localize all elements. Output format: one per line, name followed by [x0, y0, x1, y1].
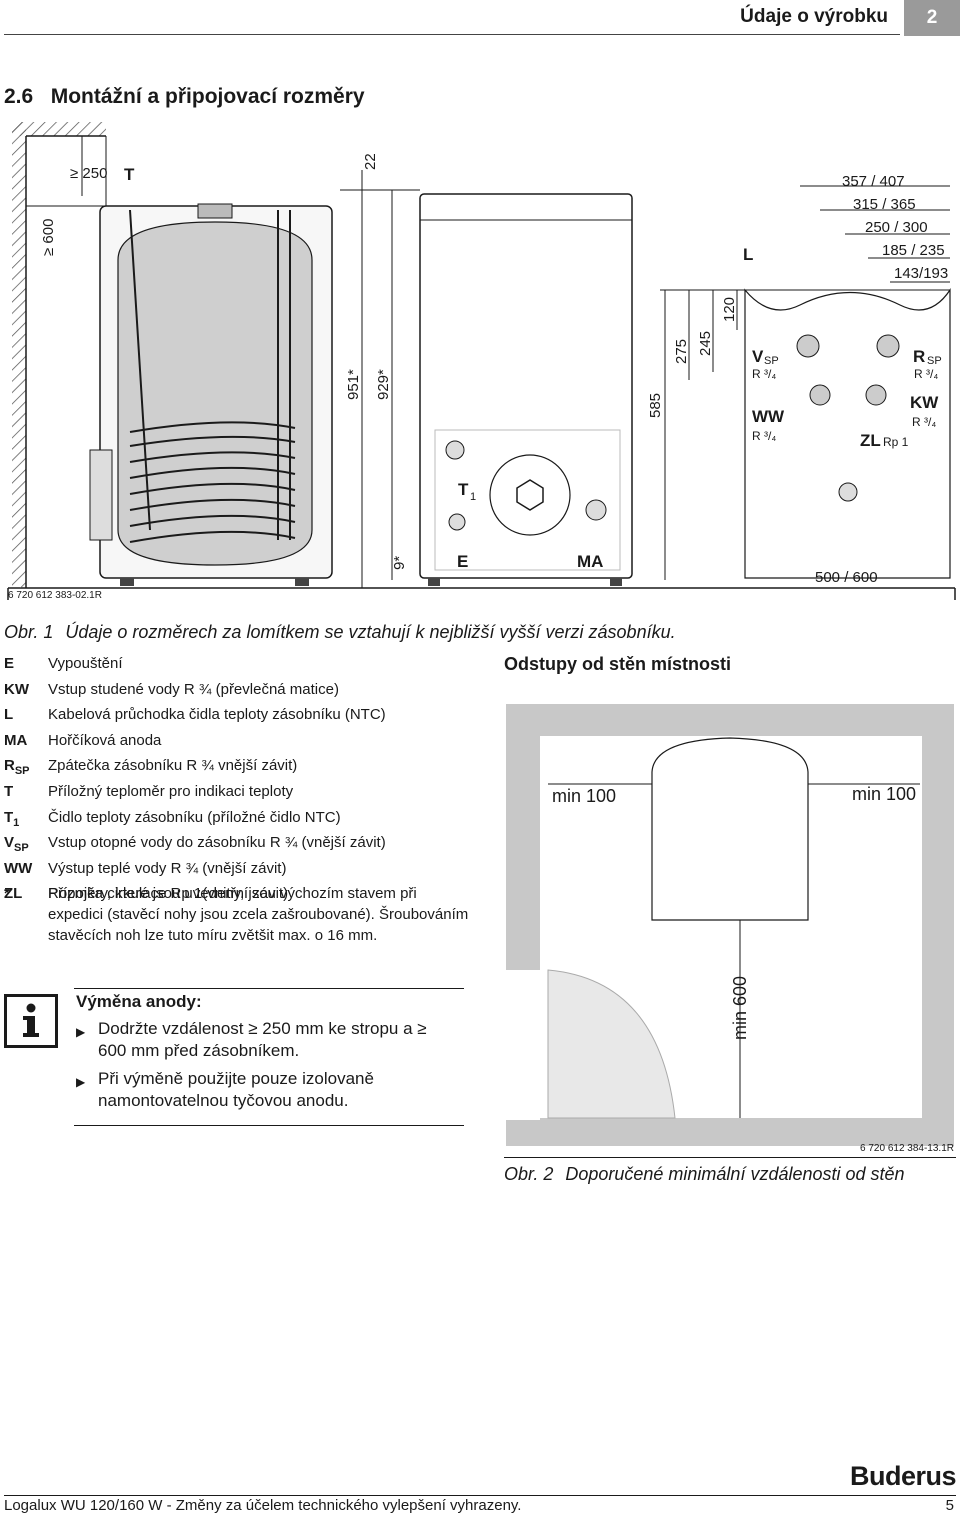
figure-2-code: 6 720 612 384-13.1R [860, 1143, 954, 1154]
inspection-flange [489, 454, 571, 536]
label-T1: T [458, 480, 469, 499]
ceiling-distance-label: ≥ 250 [70, 165, 107, 182]
figure-2-title: Odstupy od stěn místnosti [504, 654, 732, 674]
figure-1-number: Obr. 1 [4, 622, 54, 642]
wall-hatch [12, 122, 26, 588]
min-front-label: min 600 [730, 976, 750, 1040]
figure-1-caption-text: Údaje o rozměrech za lomítkem se vztahuj… [65, 622, 676, 642]
label-T1-sub: 1 [470, 491, 476, 503]
footnote-star: * [4, 885, 10, 902]
ww-connection [809, 384, 831, 406]
bullet-arrow-icon: ▶ [76, 1025, 86, 1039]
dim-585: 585 [647, 393, 664, 418]
figure-1-caption: Obr. 1 Údaje o rozměrech za lomítkem se v… [4, 622, 676, 643]
header-title: Údaje o výrobku [740, 6, 888, 27]
figure-frame [7, 587, 956, 600]
vsp-connection [796, 334, 820, 358]
page-number: 5 [945, 1497, 954, 1514]
min-right-label: min 100 [852, 784, 916, 804]
label-VSP: V [752, 347, 764, 366]
heating-coil [129, 210, 296, 543]
info-bullet: ▶Při výměně použijte pouze izolovaně nam… [76, 1069, 374, 1110]
min-left-label: min 100 [552, 786, 616, 806]
label-RSP-sub: SP [927, 355, 942, 367]
label-WW-thread: R ³/₄ [752, 429, 776, 443]
dim-245: 245 [697, 331, 714, 356]
rsp-connection [876, 334, 900, 358]
brand-logo: Buderus [849, 1461, 957, 1491]
label-VSP-thread: R ³/₄ [752, 367, 776, 381]
figure-1-drawing: ≥ 600 ≥ 250 T 22 951* 929* 9* T 1 E MA [7, 122, 956, 601]
anode-fitting [197, 203, 233, 219]
tank-outline [651, 737, 809, 921]
dim-22: 22 [362, 153, 379, 170]
dim-9: 9* [391, 556, 408, 570]
thermometer-rod [129, 209, 151, 531]
dim-315: 315 / 365 [853, 196, 916, 213]
figure-2-drawing: min 100 min 100 min 600 [506, 704, 954, 1146]
dim-357: 357 / 407 [842, 173, 905, 190]
info-icon [4, 994, 58, 1048]
dim-929: 929* [375, 369, 392, 400]
figure-2-caption-text: Doporučené minimální vzdálenosti od stěn [565, 1164, 905, 1184]
kw-connection [865, 384, 887, 406]
label-E: E [457, 552, 468, 571]
wall-distance-label: ≥ 600 [40, 219, 57, 256]
header-bar: Údaje o výrobku 2 [0, 0, 960, 36]
dim-143: 143/193 [894, 265, 948, 282]
footer-divider [4, 1495, 956, 1496]
connection-block [89, 449, 113, 541]
label-ZL-thread: Rp 1 [883, 435, 909, 449]
info-box: Výměna anody: ▶Dodržte vzdálenost ≥ 250 … [4, 988, 464, 1128]
dim-275: 275 [673, 339, 690, 364]
info-divider-top [74, 988, 464, 989]
chapter-number: 2 [904, 0, 960, 36]
dimension-lines-left [340, 170, 420, 588]
dimension-lines-right [660, 185, 950, 580]
footnote: * Rozměry, které jsou uvedeny, jsou vých… [4, 883, 474, 946]
figure-2-number: Obr. 2 [504, 1164, 554, 1184]
label-VSP-sub: SP [764, 355, 779, 367]
label-RSP-thread: R ³/₄ [914, 367, 938, 381]
label-T: T [124, 165, 135, 184]
figure-2-divider [504, 1157, 956, 1158]
dim-185: 185 / 235 [882, 242, 945, 259]
tank-vessel [117, 221, 313, 566]
label-KW-thread: R ³/₄ [912, 415, 936, 429]
label-MA: MA [577, 552, 603, 571]
figure-1-code: 6 720 612 383-02.1R [8, 590, 102, 601]
dim-width: 500 / 600 [815, 569, 878, 586]
label-RSP: R [913, 347, 925, 366]
info-divider-bottom [74, 1125, 464, 1126]
section-title: 2.6 Montážní a připojovací rozměry [4, 85, 365, 108]
label-L: L [743, 245, 753, 264]
bullet-arrow-icon: ▶ [76, 1075, 86, 1089]
label-WW: WW [752, 407, 785, 426]
label-ZL: ZL [860, 431, 881, 450]
ceiling-hatch [12, 122, 106, 136]
info-heading: Výměna anody: [76, 992, 202, 1011]
dim-250: 250 / 300 [865, 219, 928, 236]
figure-2-caption: Obr. 2 Doporučené minimální vzdálenosti o… [504, 1164, 905, 1185]
footer-text: Logalux WU 120/160 W - Změny za účelem t… [4, 1497, 522, 1514]
dim-120: 120 [721, 297, 738, 322]
label-KW: KW [910, 393, 939, 412]
header-divider [4, 34, 900, 35]
info-bullet: ▶Dodržte vzdálenost ≥ 250 mm ke stropu a… [76, 1019, 427, 1060]
footnote-text: Rozměry, které jsou uvedeny, jsou výchoz… [48, 885, 469, 944]
dim-951: 951* [345, 369, 362, 400]
